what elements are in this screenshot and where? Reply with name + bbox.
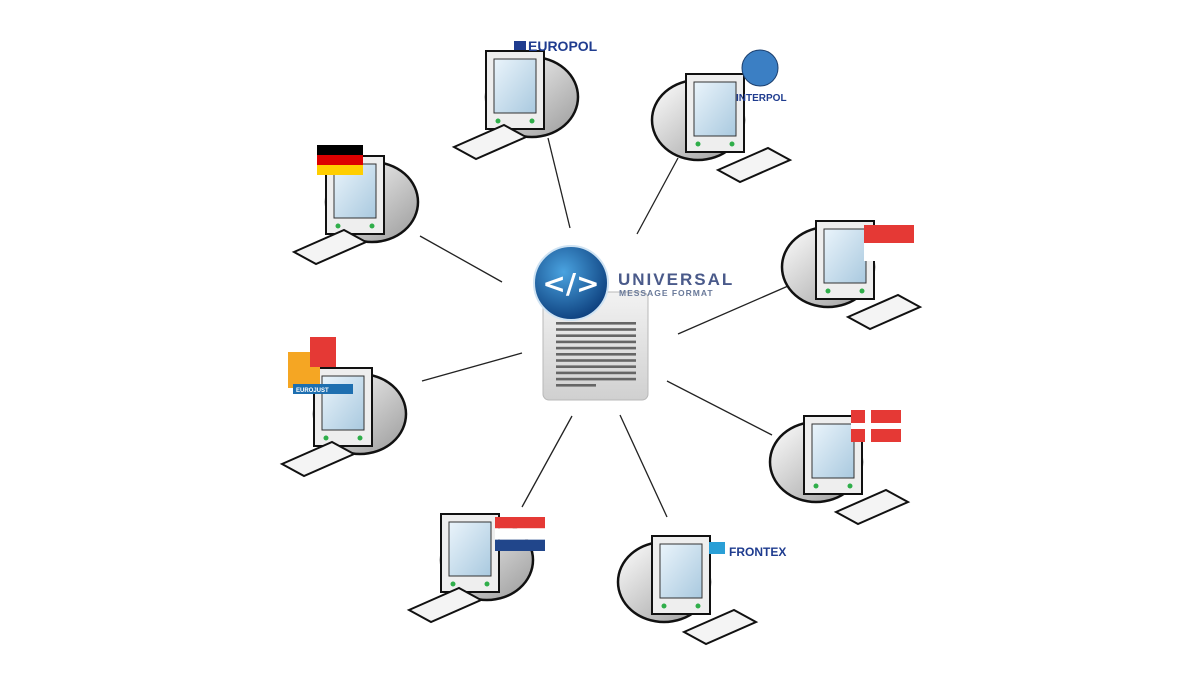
keyboard <box>291 228 369 266</box>
text-line <box>556 346 636 350</box>
text-line <box>556 384 596 387</box>
eurojust-label: EUROJUST <box>296 388 329 394</box>
power-led <box>335 223 341 229</box>
code-globe-icon <box>533 245 609 321</box>
text-line <box>556 353 636 356</box>
keyboard <box>681 608 759 646</box>
power-led <box>323 435 329 441</box>
connector-line <box>421 352 523 382</box>
monitor-screen <box>693 81 737 137</box>
monitor-screen <box>823 228 867 284</box>
power-led <box>369 223 375 229</box>
text-line <box>556 340 636 344</box>
connector-line <box>666 380 773 436</box>
europol-label: EUROPOL <box>528 38 598 54</box>
keyboard <box>833 488 911 526</box>
flag-netherlands <box>495 517 545 551</box>
frontex-label: FRONTEX <box>729 545 786 559</box>
keyboard <box>845 293 923 331</box>
frontex-logo-mark <box>709 542 725 554</box>
eurojust-banner <box>293 384 353 394</box>
power-led <box>529 118 535 124</box>
text-line <box>556 377 636 381</box>
flag-red-white <box>864 225 914 261</box>
text-line <box>556 328 636 331</box>
monitor-screen <box>493 58 537 114</box>
text-line <box>556 365 636 368</box>
interpol-label: INTERPOL <box>736 93 787 104</box>
keyboard <box>406 586 484 624</box>
connector-line <box>619 414 668 518</box>
connector-line <box>419 235 503 283</box>
connector-line <box>521 415 573 508</box>
keyboard <box>715 146 793 184</box>
power-led <box>813 483 819 489</box>
flag-denmark <box>851 410 901 442</box>
text-line <box>556 322 636 325</box>
interpol-globe-icon <box>741 49 779 87</box>
monitor-screen <box>448 521 492 577</box>
document-lines <box>556 322 636 387</box>
power-led <box>695 603 701 609</box>
code-glyph: </> <box>542 267 599 300</box>
text-line <box>556 359 636 362</box>
umf-subtitle: MESSAGE FORMAT <box>619 288 714 298</box>
eurojust-logo-red <box>310 337 336 367</box>
power-led <box>661 603 667 609</box>
power-led <box>450 581 456 587</box>
monitor-screen <box>659 543 703 599</box>
connector-line <box>547 137 571 229</box>
power-led <box>859 288 865 294</box>
keyboard <box>451 123 529 161</box>
computer-frontex <box>616 535 759 646</box>
computer-europol <box>451 50 580 161</box>
connector-line <box>636 157 679 235</box>
connector-lines <box>419 137 796 518</box>
monitor-screen <box>811 423 855 479</box>
umf-center-node: </> UNIVERSAL MESSAGE FORMAT <box>533 245 734 401</box>
text-line <box>556 334 636 337</box>
power-led <box>825 288 831 294</box>
flag-germany <box>317 145 363 175</box>
power-led <box>495 118 501 124</box>
computer-interpol <box>650 73 793 184</box>
power-led <box>729 141 735 147</box>
text-line <box>556 371 636 375</box>
power-led <box>484 581 490 587</box>
umf-title: UNIVERSAL <box>618 270 734 289</box>
power-led <box>847 483 853 489</box>
connector-line <box>677 282 796 335</box>
computers <box>279 50 923 646</box>
keyboard <box>279 440 357 478</box>
europol-logo-mark <box>514 41 526 50</box>
power-led <box>357 435 363 441</box>
power-led <box>695 141 701 147</box>
